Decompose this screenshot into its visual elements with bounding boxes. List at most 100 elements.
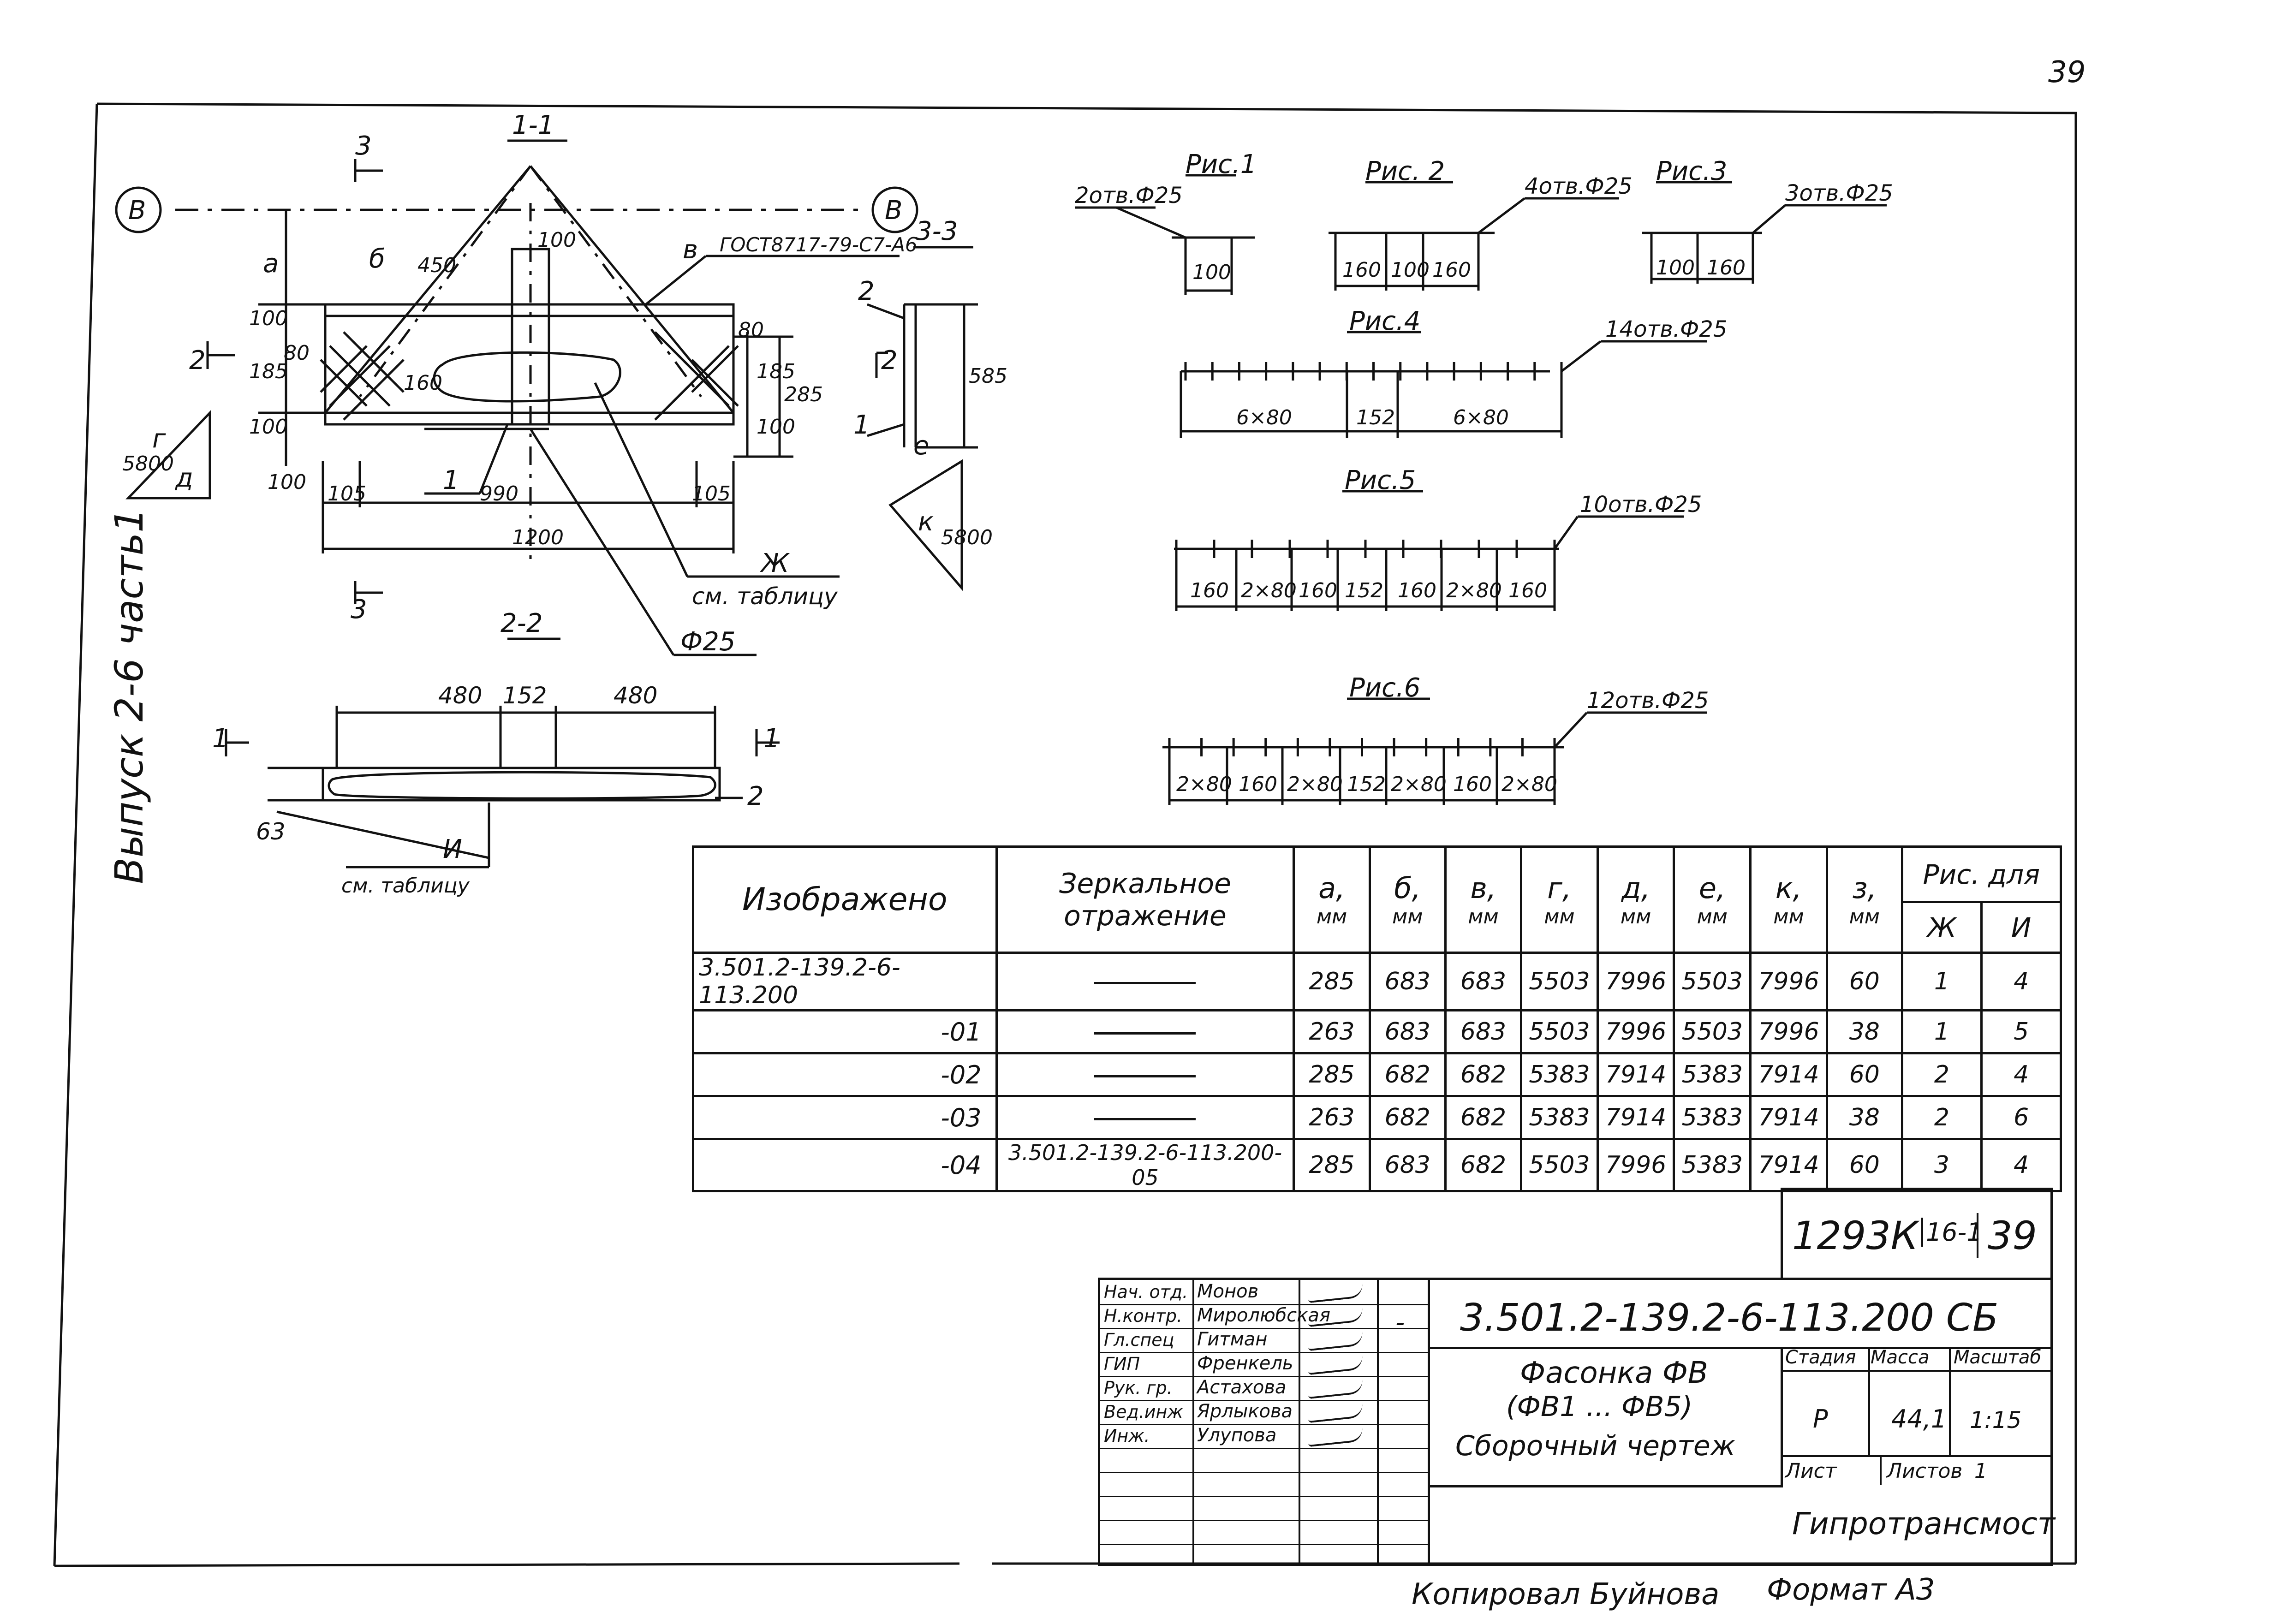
th-col-e: е,мм xyxy=(1673,845,1752,954)
sheet-label: Лист xyxy=(1785,1459,1837,1483)
dim-100-left2: 100 xyxy=(249,415,288,439)
th-col-a: а,мм xyxy=(1293,845,1371,954)
row-cell: 682 xyxy=(1368,1095,1447,1140)
label-2-2: 2-2 xyxy=(501,608,542,638)
v22-dim-152: 152 xyxy=(503,682,547,709)
fig5-dim-7: 160 xyxy=(1508,579,1547,602)
fig5-dim-6: 2×80 xyxy=(1446,579,1502,602)
th-col-g: г,мм xyxy=(1520,845,1599,954)
fig3-title: Рис.3 xyxy=(1656,156,1727,186)
cut-mark-3-top: 3 xyxy=(355,131,372,161)
row-cell: 683 xyxy=(1444,952,1523,1011)
dash-line xyxy=(1094,1032,1196,1035)
dim-185-left: 185 xyxy=(249,360,288,383)
v22-i-label: И xyxy=(443,834,462,864)
fig3-holes: 3отв.Ф25 xyxy=(1785,180,1893,206)
row-cell: 7914 xyxy=(1749,1095,1828,1140)
stamp-role: Нач. отд. xyxy=(1104,1282,1188,1302)
stamp-person-name: Френкель xyxy=(1197,1353,1293,1374)
row-cell: 285 xyxy=(1293,952,1371,1011)
stamp-person-name: Астахова xyxy=(1197,1377,1287,1398)
row-cell: 4 xyxy=(1980,1052,2062,1097)
row-name: -02 xyxy=(692,1052,998,1097)
stamp-person-name: Гитман xyxy=(1197,1329,1268,1350)
row-cell: 60 xyxy=(1825,1138,1903,1192)
stamp-person-name: Миролюбская xyxy=(1197,1305,1331,1326)
title-line-1: Фасонка ФВ xyxy=(1520,1356,1708,1390)
stamp-top-code: 1293К xyxy=(1792,1213,1919,1258)
signature-scribble xyxy=(1307,1427,1364,1447)
dim-105-right: 105 xyxy=(692,482,731,506)
row-cell: 682 xyxy=(1444,1138,1523,1192)
gost-label: ГОСТ8717-79-С7-А6 xyxy=(720,233,918,256)
signature-scribble xyxy=(1307,1331,1364,1351)
scale-value: 1:15 xyxy=(1970,1407,2022,1434)
dim-100-right: 100 xyxy=(757,415,795,439)
stamp-grid-line xyxy=(1100,1376,1428,1377)
row-cell: 5503 xyxy=(1673,1009,1752,1054)
row-cell: 2 xyxy=(1901,1095,1983,1140)
fig5-dim-1: 160 xyxy=(1190,579,1229,602)
row-cell: 2 xyxy=(1901,1052,1983,1097)
row-cell: 7996 xyxy=(1596,1138,1675,1192)
fig4-dim-1: 6×80 xyxy=(1236,406,1292,429)
row-mirror xyxy=(995,952,1295,1011)
fig3-dim-1: 100 xyxy=(1656,256,1695,280)
stamp-top-num: 39 xyxy=(1977,1213,2037,1258)
fig4-holes: 14отв.Ф25 xyxy=(1605,316,1727,342)
dim-5800-left: 5800 xyxy=(122,452,174,476)
letter-b: б xyxy=(369,244,385,274)
sheet-frame-bottom xyxy=(54,1562,960,1567)
row-cell: 5383 xyxy=(1673,1138,1752,1192)
letter-g: г xyxy=(152,424,166,454)
see-table-label: см. таблицу xyxy=(692,583,838,610)
dim-285-right: 285 xyxy=(784,383,823,406)
fig4-dim-2: 152 xyxy=(1356,406,1395,429)
axis-label-left: В xyxy=(128,196,146,226)
fig4-dim-3: 6×80 xyxy=(1453,406,1509,429)
row-cell: 5383 xyxy=(1520,1052,1599,1097)
stamp-grid-line xyxy=(1100,1352,1428,1353)
row-cell: 285 xyxy=(1293,1138,1371,1192)
row-cell: 3 xyxy=(1901,1138,1983,1192)
fig3-dim-2: 160 xyxy=(1707,256,1746,280)
stamp-grid-line xyxy=(1100,1424,1428,1425)
stamp-grid-line xyxy=(1100,1328,1428,1329)
spec-table: Изображено Зеркальное отражение а,мм б,м… xyxy=(692,845,2062,1192)
signature-scribble xyxy=(1307,1355,1364,1375)
fig2-dim-2: 100 xyxy=(1391,258,1430,282)
axis-label-right: В xyxy=(885,196,902,226)
fig1-holes: 2отв.Ф25 xyxy=(1075,183,1183,208)
row-cell: 5 xyxy=(1980,1009,2062,1054)
dim-450: 450 xyxy=(417,254,456,277)
dash-line xyxy=(1094,1075,1196,1077)
stamp-grid-line xyxy=(1100,1520,1428,1521)
th-mirror: Зеркальное отражение xyxy=(995,845,1295,954)
title-line-3: Сборочный чертеж xyxy=(1455,1430,1735,1462)
letter-d: д xyxy=(175,463,193,493)
stamp-role: ГИП xyxy=(1104,1354,1140,1374)
sheet-frame xyxy=(96,102,2077,1564)
scale-label: Масштаб xyxy=(1954,1347,2042,1368)
stage-label: Стадия xyxy=(1785,1347,1856,1368)
stamp-grid-line xyxy=(1100,1496,1428,1497)
row-cell: 5383 xyxy=(1673,1052,1752,1097)
fig5-title: Рис.5 xyxy=(1345,465,1416,495)
row-cell: 5503 xyxy=(1520,1009,1599,1054)
dim-105-left: 105 xyxy=(328,482,366,506)
cut-mark-2-left: 2 xyxy=(189,345,206,375)
row-cell: 38 xyxy=(1825,1095,1903,1140)
row-cell: 5383 xyxy=(1520,1095,1599,1140)
v22-dim-480-right: 480 xyxy=(614,682,657,709)
stamp-top-box: 1293К 16-1 39 xyxy=(1781,1188,2053,1280)
letter-e: е xyxy=(913,431,929,461)
row-cell: 4 xyxy=(1980,952,2062,1011)
fig5-dim-4: 152 xyxy=(1345,579,1383,602)
fig2-title: Рис. 2 xyxy=(1365,156,1445,186)
footer-format: Формат А3 xyxy=(1767,1573,1935,1607)
dim-100-bl: 100 xyxy=(268,470,306,494)
row-cell: 38 xyxy=(1825,1009,1903,1054)
